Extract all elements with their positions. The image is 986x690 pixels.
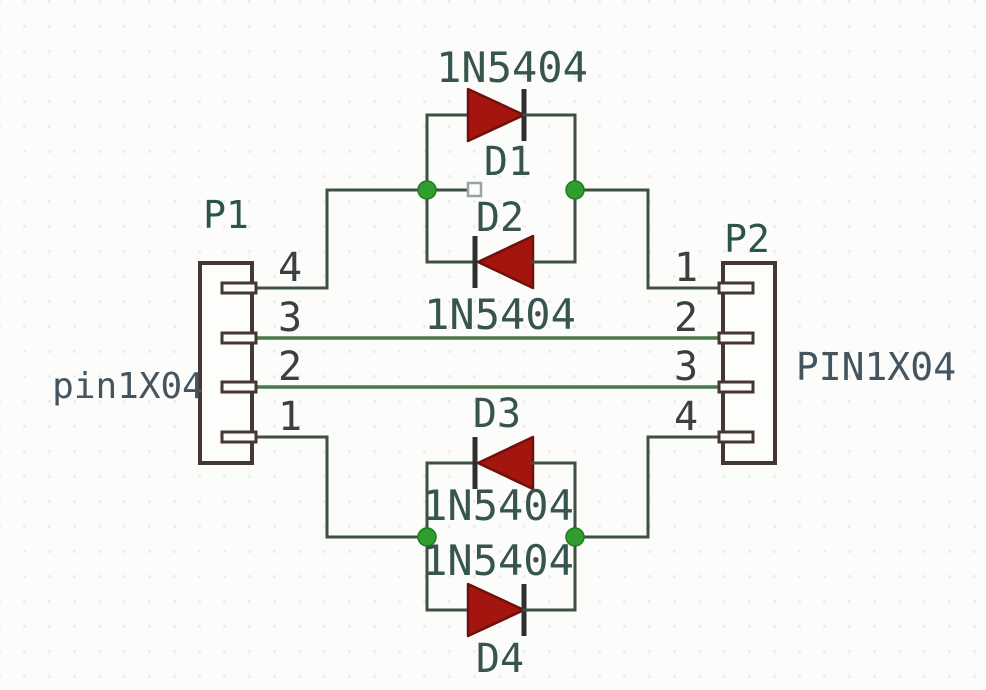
p1-pin-number-2: 2 (278, 344, 302, 390)
diode-d1-triangle-icon (466, 87, 526, 143)
p1-pin-number-3: 3 (278, 295, 302, 341)
diode-symbol-d4 (425, 582, 577, 638)
connector-p2-ref-label: P2 (724, 217, 770, 261)
p2-pin-number-2: 2 (674, 295, 698, 341)
junction-dot-bottom-left (417, 527, 437, 547)
connector-symbol-p2 (717, 261, 777, 465)
p2-pin-number-4: 4 (674, 394, 698, 440)
connector-p1-pin3-stub (220, 331, 258, 345)
connector-p2-pin4-stub (717, 430, 755, 444)
diode-d2-part-label: 1N5404 (424, 290, 576, 339)
wire-p1pin4-to-top-junction (250, 188, 429, 290)
diode-symbol-d3 (425, 435, 577, 491)
diode-d4-triangle-icon (466, 582, 526, 638)
connector-p1-part-label: pin1X04 (52, 366, 204, 407)
wire-bottom-junction-to-p2pin4 (573, 435, 725, 539)
diode-symbol-d1 (425, 87, 577, 143)
connector-p1-pin4-stub (220, 281, 258, 295)
connector-symbol-p1 (198, 261, 258, 465)
connector-p2-part-label: PIN1X04 (796, 345, 956, 389)
junction-dot-top-right (565, 180, 585, 200)
connector-p2-pin3-stub (717, 380, 755, 394)
no-connect-square-icon (466, 181, 483, 198)
connector-p1-pin1-stub (220, 430, 258, 444)
diode-d3-ref-label: D3 (473, 391, 521, 437)
diode-d1-part-label: 1N5404 (436, 43, 588, 92)
junction-dot-top-left (417, 180, 437, 200)
p2-pin-number-1: 1 (674, 245, 698, 291)
wire-p1pin1-to-bottom-junction (250, 435, 429, 539)
p2-pin-number-3: 3 (674, 344, 698, 390)
wire-top-junction-to-p2pin1 (573, 188, 725, 290)
diode-d2-ref-label: D2 (476, 195, 524, 241)
connector-p1-body (198, 261, 254, 465)
diode-d3-part-label: 1N5404 (422, 481, 574, 530)
diode-d2-triangle-icon (476, 234, 535, 290)
connector-p2-body (721, 261, 777, 465)
p1-pin-number-1: 1 (278, 394, 302, 440)
diode-symbol-d2 (425, 234, 577, 290)
p1-pin-number-4: 4 (278, 245, 302, 291)
junction-dot-bottom-right (565, 527, 585, 547)
diode-d4-part-label: 1N5404 (422, 536, 574, 585)
diode-d4-ref-label: D4 (476, 636, 524, 682)
connector-p1-pin2-stub (220, 380, 258, 394)
connector-p2-pin2-stub (717, 331, 755, 345)
connector-p2-pin1-stub (717, 281, 755, 295)
diode-d1-ref-label: D1 (484, 139, 532, 185)
connector-p1-ref-label: P1 (203, 193, 249, 237)
